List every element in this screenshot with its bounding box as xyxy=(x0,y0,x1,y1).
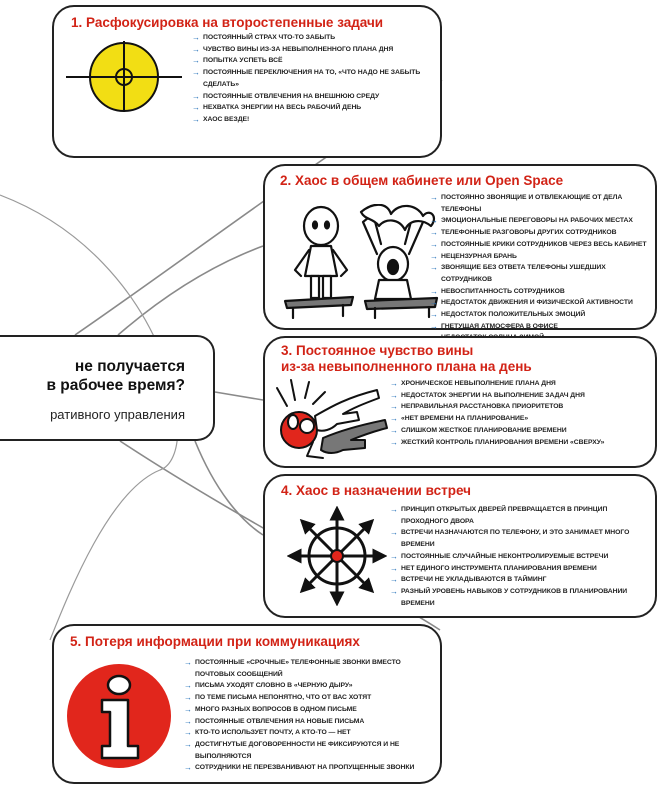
central-question: не получается в рабочее время? xyxy=(0,357,185,395)
list-item: Разный уровень навыков у сотрудников в п… xyxy=(390,586,645,609)
box-open-space: 2. Хаос в общем кабинете или Open Space xyxy=(263,164,657,344)
info-icon xyxy=(67,664,171,768)
connector-box4 xyxy=(194,440,264,536)
box-5-title: 5. Потеря информации при коммуникациях xyxy=(70,634,360,649)
list-item: Кто-то использует почту, а кто-то — нет xyxy=(184,727,439,739)
list-item: Постоянные случайные неконтролируемые вс… xyxy=(390,551,645,563)
box-refocus: 1. Расфокусировка на второстепенные зада… xyxy=(52,5,442,158)
central-subtitle: ративного управления xyxy=(50,407,185,422)
list-item: Недостаток энергии на выполнение задач д… xyxy=(390,390,652,402)
list-item: Чувство вины из-за невыполненного плана … xyxy=(192,44,437,56)
central-question-line-2: в рабочее время? xyxy=(46,377,185,394)
list-item: Постоянно звонящие и отвлекающие от дела… xyxy=(430,192,655,215)
box-meetings: 4. Хаос в назначении встреч Принцип откр… xyxy=(263,474,657,618)
list-item: Постоянные «срочные» телефонные звонки в… xyxy=(184,657,439,680)
pointing-hands-icon xyxy=(276,379,388,459)
box-5-list: Постоянные «срочные» телефонные звонки в… xyxy=(184,657,439,774)
box-3-title-line-1: 3. Постоянное чувство вины xyxy=(281,343,474,358)
compass-arrows-icon xyxy=(287,506,387,606)
list-item: Достигнутые договоренности не фиксируютс… xyxy=(184,739,439,762)
box-1-list: Постоянный страх что-то забыть Чувство в… xyxy=(192,32,437,126)
list-item: Хроническое невыполнение плана дня xyxy=(390,378,652,390)
list-item: Попытка успеть всё xyxy=(192,55,437,67)
list-item: По теме письма непонятно, что от вас хот… xyxy=(184,692,439,704)
box-3-list: Хроническое невыполнение плана дня Недос… xyxy=(390,378,652,448)
list-item: Недостаток положительных эмоций xyxy=(430,309,655,321)
box-1-title: 1. Расфокусировка на второстепенные зада… xyxy=(71,15,384,30)
office-people-icon xyxy=(283,204,439,319)
list-item: Хаос везде! xyxy=(192,114,437,126)
central-question-line-1: не получается xyxy=(74,358,185,375)
box-3-title-line-2: из-за невыполненного плана на день xyxy=(281,359,532,374)
list-item: Нет единого инструмента планирования вре… xyxy=(390,563,645,575)
list-item: Встречи назначаются по телефону, и это з… xyxy=(390,527,645,550)
list-item: Жесткий контроль планирования времени «с… xyxy=(390,437,652,449)
box-2-title: 2. Хаос в общем кабинете или Open Space xyxy=(280,173,564,188)
target-icon xyxy=(66,41,182,112)
box-4-list: Принцип открытых дверей превращается в п… xyxy=(390,504,645,609)
box-3-title: 3. Постоянное чувство вины из-за невыпол… xyxy=(281,343,651,375)
list-item: Постоянные переключения на то, «что надо… xyxy=(192,67,437,90)
list-item: Принцип открытых дверей превращается в п… xyxy=(390,504,645,527)
box-4-title: 4. Хаос в назначении встреч xyxy=(281,483,471,498)
list-item: Встречи не укладываются в тайминг xyxy=(390,574,645,586)
list-item: Нехватка энергии на весь рабочий день xyxy=(192,102,437,114)
connector-box3 xyxy=(214,391,264,401)
list-item: «Нет времени на планирование» xyxy=(390,413,652,425)
connector-box2 xyxy=(117,245,264,336)
list-item: Постоянные отвлечения на внешнюю среду xyxy=(192,91,437,103)
central-question-node: не получается в рабочее время? ративного… xyxy=(0,335,215,441)
list-item: Эмоциональные переговоры на рабочих мест… xyxy=(430,215,655,227)
list-item: Сотрудники не перезванивают на пропущенн… xyxy=(184,762,439,774)
connector-outer-arc xyxy=(0,194,179,641)
list-item: Невоспитанность сотрудников xyxy=(430,286,655,298)
list-item: Много разных вопросов в одном письме xyxy=(184,704,439,716)
list-item: Письма уходят словно в «черную дыру» xyxy=(184,680,439,692)
box-2-list: Постоянно звонящие и отвлекающие от дела… xyxy=(430,192,655,344)
box-info-loss: 5. Потеря информации при коммуникациях П… xyxy=(52,624,442,784)
box-guilt: 3. Постоянное чувство вины из-за невыпол… xyxy=(263,336,657,468)
list-item: Нецензурная брань xyxy=(430,251,655,263)
list-item: Постоянные крики сотрудников через весь … xyxy=(430,239,655,251)
list-item: Постоянные отвлечения на новые письма xyxy=(184,716,439,728)
list-item: Постоянный страх что-то забыть xyxy=(192,32,437,44)
list-item: Слишком жесткое планирование времени xyxy=(390,425,652,437)
list-item: Звонящие без ответа телефоны ушедших сот… xyxy=(430,262,655,285)
list-item: Гнетущая атмосфера в офисе xyxy=(430,321,655,333)
list-item: Телефонные разговоры других сотрудников xyxy=(430,227,655,239)
list-item: Недостаток движения и физической активно… xyxy=(430,297,655,309)
list-item: Неправильная расстановка приоритетов xyxy=(390,401,652,413)
